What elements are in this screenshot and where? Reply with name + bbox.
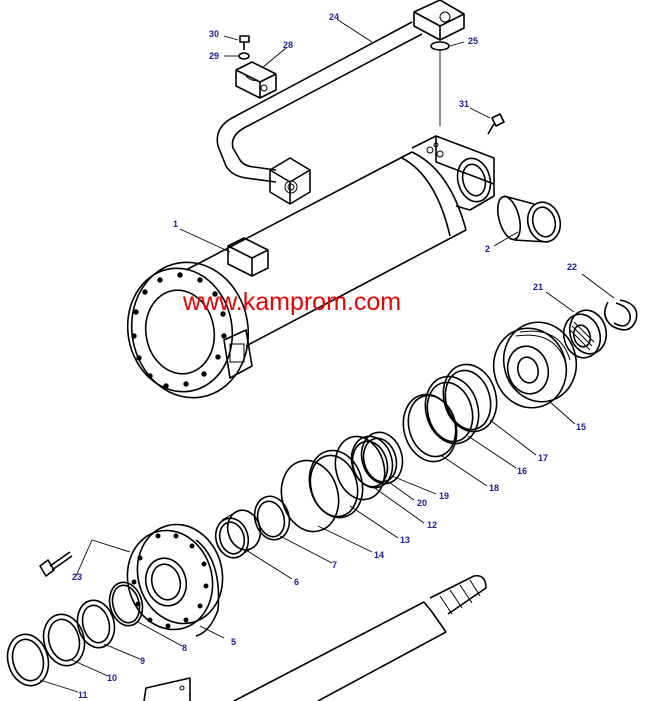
callout-12: 12 [427,520,437,530]
callout-30: 30 [209,29,219,39]
flange-bolt-holes [131,272,227,389]
callout-24: 24 [329,12,339,22]
washer-29[interactable] [238,52,250,60]
callout-1: 1 [173,219,178,229]
head-bolt-holes [131,533,209,629]
callout-21: 21 [533,282,543,292]
callout-23: 23 [72,572,82,582]
bushing-2[interactable] [494,194,565,245]
pipe-24[interactable] [216,0,465,205]
bolt-23[interactable] [39,551,73,577]
callout-28: 28 [283,40,293,50]
ring-12[interactable] [329,431,392,505]
callout-5: 5 [231,637,236,647]
ring-16[interactable] [418,370,486,449]
cylinder-head-5[interactable] [116,515,233,639]
callout-10: 10 [107,673,117,683]
callout-25: 25 [468,36,478,46]
callout-15: 15 [576,422,586,432]
ring-8[interactable] [105,579,147,630]
pipe-flange-top [413,0,465,41]
ring-19[interactable] [346,432,398,493]
callout-18: 18 [489,483,499,493]
nut-21[interactable] [559,306,611,362]
bolt-30[interactable] [239,35,250,50]
piston-rod[interactable] [143,574,487,701]
ring-10[interactable] [38,610,90,671]
callout-17: 17 [538,453,548,463]
callout-22: 22 [567,262,577,272]
callout-31: 31 [459,99,469,109]
callout-labels: 1 2 5 6 7 8 9 10 11 12 13 14 15 16 17 18… [72,12,586,700]
pipe-flange-bottom [269,157,311,205]
ring-11[interactable] [2,630,54,691]
callout-7: 7 [332,560,337,570]
callout-6: 6 [294,577,299,587]
callout-13: 13 [400,535,410,545]
callout-29: 29 [209,51,219,61]
leader-lines [39,19,615,693]
callout-11: 11 [78,690,88,700]
bushing-6[interactable] [211,507,264,562]
callout-9: 9 [140,656,145,666]
ring-20[interactable] [356,428,408,489]
snap-ring-22[interactable] [604,299,638,331]
screw-31[interactable] [487,113,505,135]
callout-8: 8 [182,643,187,653]
callout-16: 16 [517,466,527,476]
piston-15[interactable] [485,314,585,416]
ring-18[interactable] [396,388,464,467]
ring-13[interactable] [302,444,370,523]
ring-9[interactable] [72,596,119,652]
o-ring-25[interactable] [430,41,450,126]
callout-2: 2 [485,244,490,254]
clamp-28[interactable] [235,61,277,99]
callout-14: 14 [374,550,384,560]
watermark-text: www.kamprom.com [182,288,401,316]
callout-19: 19 [439,491,449,501]
cylinder-tube-1[interactable] [118,135,495,407]
callout-20: 20 [417,498,427,508]
